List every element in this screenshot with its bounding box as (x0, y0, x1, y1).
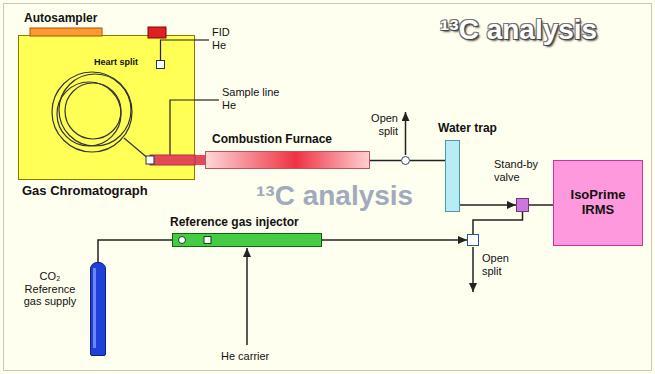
node-label: Gas Chromatograph (22, 184, 197, 199)
autosampler-head (148, 27, 166, 38)
injector-valve (204, 237, 211, 244)
autosampler-tray (30, 28, 102, 36)
sample-line (170, 100, 195, 155)
carrier-arrow (246, 248, 248, 345)
watermark: ¹³C analysis (256, 180, 456, 212)
vent-arrow (472, 247, 474, 292)
open-split: Open split (467, 234, 479, 246)
gas-line-label: Sample line He (222, 86, 284, 111)
node-illustration (91, 263, 107, 357)
diagram-title: ¹³C analysis (440, 14, 645, 46)
combustion-tube (150, 155, 195, 165)
node-label: Combustion Furnace (212, 133, 372, 147)
reference-injector: Reference gas injector (172, 233, 322, 247)
node-label: Open split (482, 252, 522, 277)
gas-line (473, 212, 523, 234)
open-split: Open split (401, 156, 410, 165)
node-label: Reference gas injector (170, 216, 340, 230)
gas-cylinder: CO₂ Reference gas supply (90, 262, 106, 356)
node-label: Water trap (438, 122, 518, 136)
gas-line (529, 204, 553, 206)
injector-port (179, 237, 186, 244)
gas-line (195, 155, 205, 165)
vent-arrow (405, 112, 407, 155)
fid-line (195, 39, 209, 40)
gas-line-label: FID He (212, 26, 238, 51)
water-trap: Water trap (445, 140, 460, 212)
sample-line (195, 99, 219, 100)
gas-line (322, 239, 467, 241)
injector-port (146, 156, 154, 164)
standby-valve: Stand-by valve (516, 198, 529, 212)
gas-line-label: He carrier (221, 350, 291, 363)
gas-line (460, 204, 516, 206)
cylinder-highlight (93, 268, 96, 348)
gas-line (410, 160, 445, 162)
gas-line (98, 240, 172, 262)
column-coil (57, 82, 121, 146)
node-illustration (173, 234, 323, 248)
node-label: Open split (356, 112, 398, 137)
fid-line (161, 40, 196, 60)
combustion-furnace: Combustion Furnace (205, 151, 370, 169)
page-frame (4, 4, 652, 371)
irms-box: IsoPrime IRMS (553, 160, 643, 246)
node-label: Autosampler (24, 12, 144, 26)
node-label: Heart split (94, 57, 154, 67)
gas-line (370, 160, 401, 162)
heart-split-valve: Heart split (156, 60, 165, 69)
column-coil (65, 83, 121, 139)
column-coil (52, 72, 132, 152)
gas-chromatograph-box: Heart splitAutosamplerGas Chromatograph (18, 35, 195, 180)
node-label: CO₂ Reference gas supply (16, 270, 84, 308)
node-label: IsoPrime IRMS (562, 188, 634, 218)
node-label: Stand-by valve (494, 158, 550, 183)
